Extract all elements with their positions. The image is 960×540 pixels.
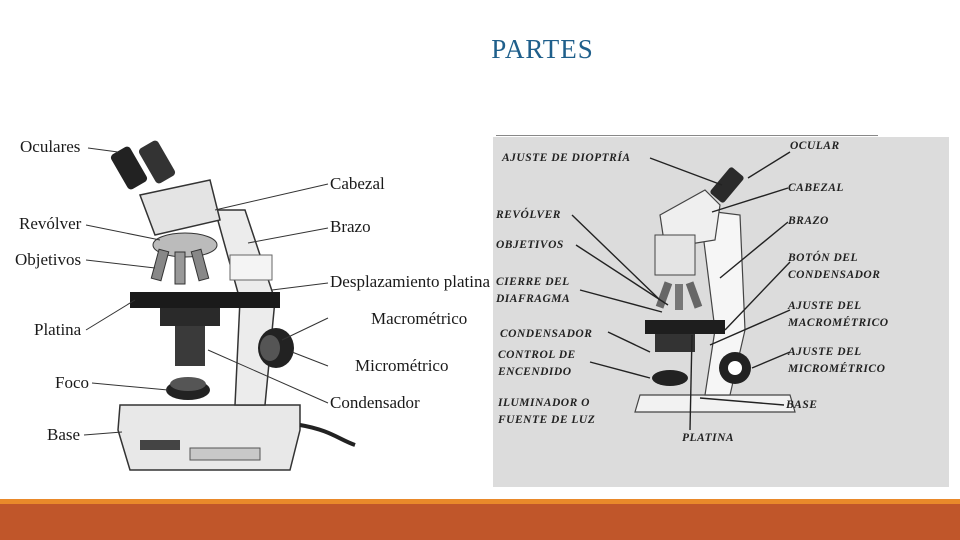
label-ajuste-macrometrico: AJUSTE DEL MACROMÉTRICO: [788, 300, 889, 329]
label-iluminador: ILUMINADOR O FUENTE DE LUZ: [498, 397, 596, 426]
label-objetivos: Objetivos: [15, 250, 82, 269]
label-revolver: Revólver: [19, 214, 82, 233]
label-cabezal: Cabezal: [330, 174, 385, 193]
label-desplazamiento-platina: Desplazamiento platina: [330, 272, 491, 291]
label-condensador: Condensador: [330, 393, 420, 412]
label-brazo-r: BRAZO: [788, 215, 829, 227]
label-base: Base: [47, 425, 81, 444]
label-revolver-r: REVÓLVER: [496, 209, 561, 221]
label-macrometrico: Macrométrico: [371, 309, 468, 328]
label-boton-condensador: BOTÓN DEL CONDENSADOR: [788, 252, 881, 281]
label-objetivos-r: OBJETIVOS: [496, 239, 564, 251]
label-ajuste-micrometrico: AJUSTE DEL MICROMÉTRICO: [788, 346, 886, 375]
label-oculares: Oculares: [20, 137, 81, 156]
footer-accent-line: [0, 499, 960, 504]
label-ajuste-dioptria: AJUSTE DE DIOPTRÍA: [502, 152, 631, 164]
label-ocular: OCULAR: [790, 140, 840, 152]
label-micrometrico: Micrométrico: [355, 356, 449, 375]
label-brazo: Brazo: [330, 217, 371, 236]
label-base-r: BASE: [786, 399, 818, 411]
label-cierre-diafragma: CIERRE DEL DIAFRAGMA: [496, 276, 571, 305]
footer-bar: [0, 504, 960, 540]
slide-title: PARTES: [491, 34, 594, 64]
label-platina-r: PLATINA: [682, 432, 735, 444]
label-condensador-r: CONDENSADOR: [500, 328, 593, 340]
label-cabezal-r: CABEZAL: [788, 182, 844, 194]
label-control-encendido: CONTROL DE ENCENDIDO: [498, 349, 576, 378]
label-foco: Foco: [55, 373, 89, 392]
label-platina: Platina: [34, 320, 82, 339]
